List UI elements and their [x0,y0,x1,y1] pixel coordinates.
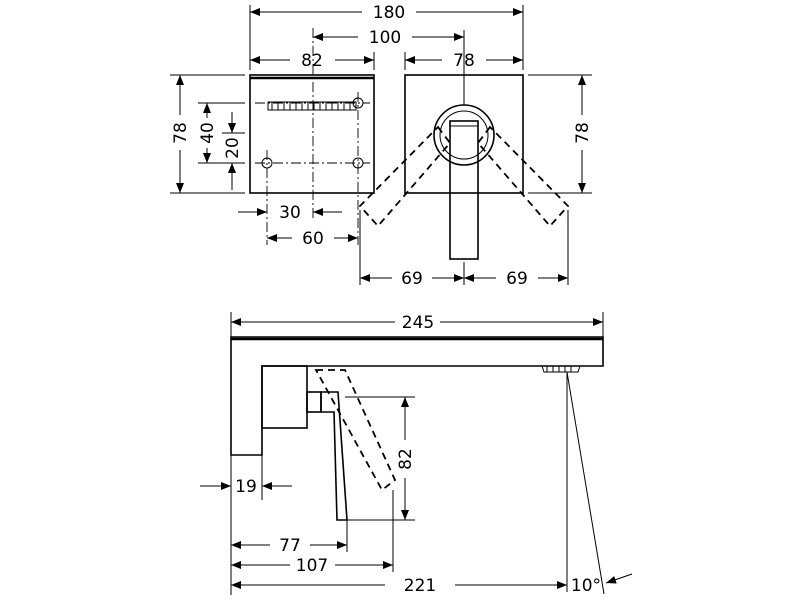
dimension-spout-angle: 10° [566,371,633,596]
dimension-lever-drop: 82 [345,396,416,521]
dimension-center-spacing: 100 [313,28,465,105]
dim-spout-angle-label: 10° [571,576,601,596]
dim-wall-offset-label: 19 [235,477,257,497]
dim-upper-vertical-label: 40 [198,122,218,144]
dim-lever-swing-left-label: 69 [401,269,423,289]
dim-lower-vertical-label: 20 [223,137,243,159]
side-view-faucet [230,336,604,595]
dimension-lever-reach-max: 107 [231,490,394,576]
dimension-lower-vertical: 20 [222,112,245,190]
dimension-upper-vertical: 40 [198,102,245,164]
dimension-plate-width-right: 78 [404,51,523,71]
dimension-plate-width-left: 82 [250,51,375,71]
dim-lever-reach-label: 77 [279,536,301,556]
dim-height-left-label: 78 [171,122,191,144]
dim-overall-width-label: 180 [373,3,405,23]
dimension-height-right: 78 [528,74,593,194]
dimension-height-left: 78 [170,74,245,194]
dim-center-spacing-label: 100 [369,28,401,48]
dim-height-right-label: 78 [573,122,593,144]
dimension-hole-spacing: 60 [267,229,358,249]
dimension-lever-reach: 77 [231,520,348,556]
dim-plate-width-right-label: 78 [453,51,475,71]
dimension-spout-projection: 221 [231,372,568,596]
dim-lever-reach-max-label: 107 [296,556,328,576]
dimension-wall-offset: 19 [200,477,292,497]
dimension-lever-swing: 69 69 [359,210,569,289]
dim-hole-spacing-label: 60 [302,229,324,249]
dim-spout-length-label: 245 [402,313,434,333]
dimension-spout-length: 245 [230,312,604,337]
dim-hole-offset-label: 30 [279,203,301,223]
dimension-overall-width: 180 [249,3,524,70]
dimension-hole-offset: 30 [238,203,342,223]
dim-spout-projection-label: 221 [404,576,436,596]
front-view-left-plate [249,28,375,245]
dim-lever-drop-label: 82 [396,448,416,470]
dim-lever-swing-right-label: 69 [506,269,528,289]
dim-plate-width-left-label: 82 [301,51,323,71]
